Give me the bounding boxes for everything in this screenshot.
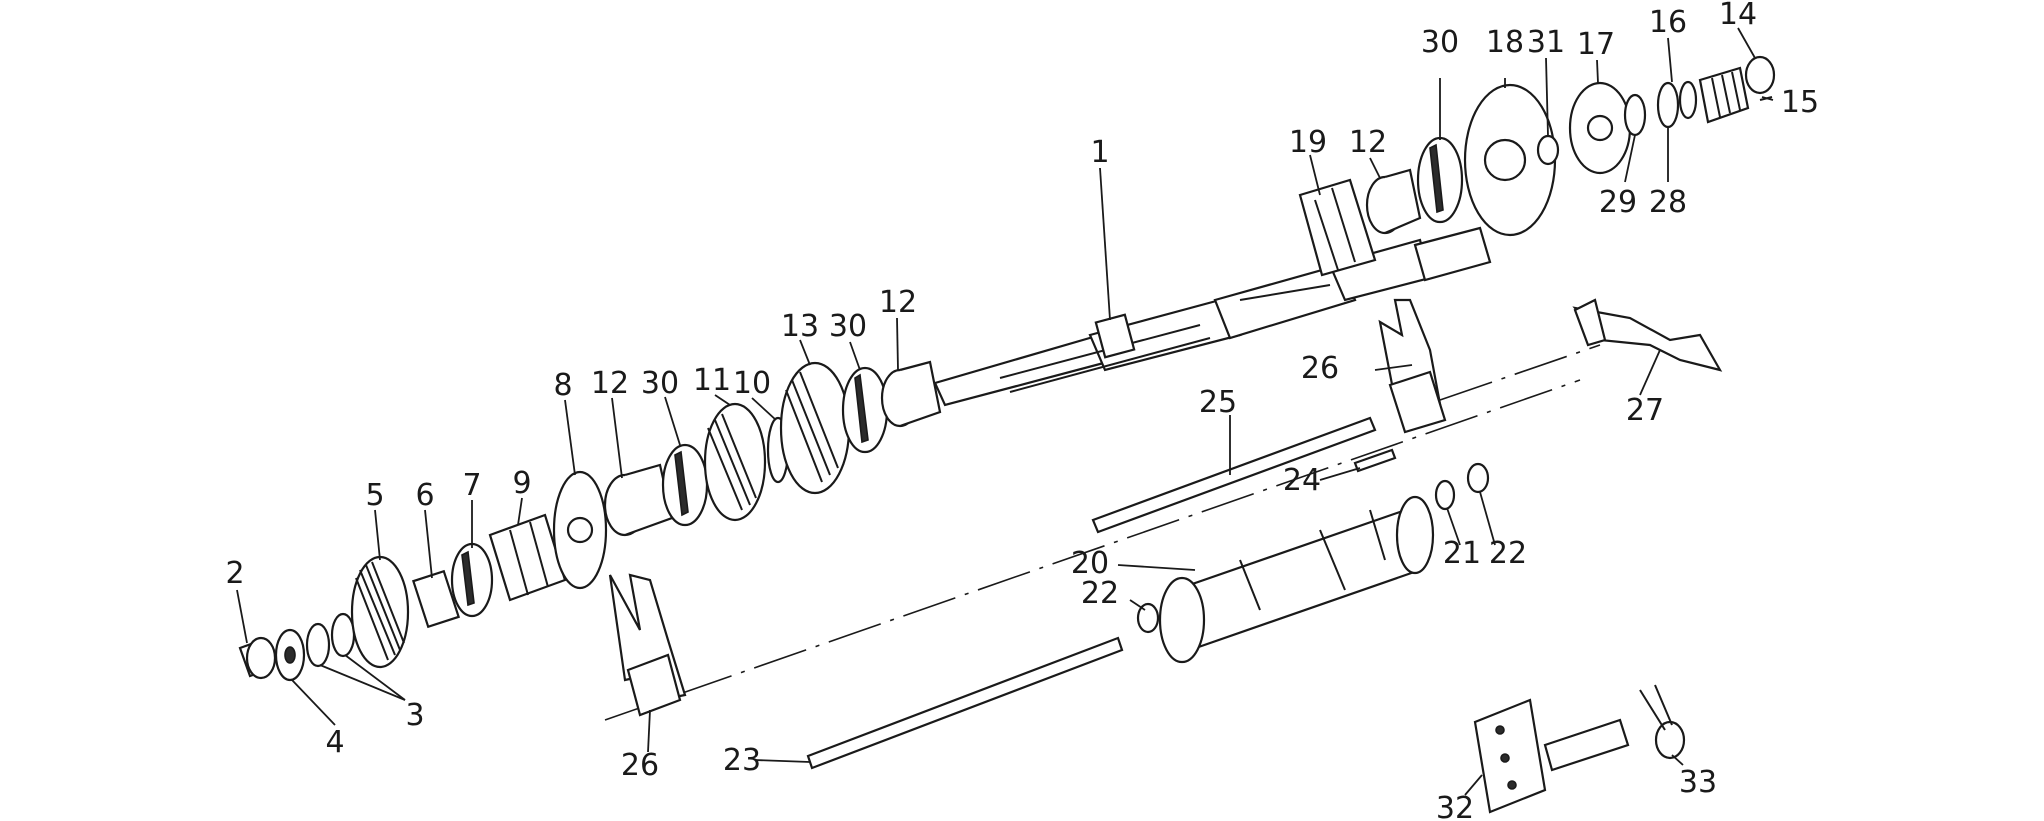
callout-20: 20 bbox=[1071, 546, 1109, 581]
washer-part-21 bbox=[1434, 479, 1456, 511]
gear-part-13 bbox=[779, 361, 851, 495]
fork-part-26-left bbox=[608, 573, 687, 717]
callout-19: 19 bbox=[1289, 125, 1327, 160]
callout-11: 11 bbox=[693, 363, 731, 398]
bushing-part-12-left bbox=[603, 463, 674, 537]
callout-13: 13 bbox=[781, 309, 819, 344]
sleeve-part-19 bbox=[1298, 178, 1377, 277]
callout-6: 6 bbox=[415, 478, 434, 513]
washers-part-3 bbox=[305, 612, 356, 668]
callout-3: 3 bbox=[405, 698, 424, 733]
ring-part-31 bbox=[1536, 134, 1560, 166]
bearing-part-30-left bbox=[661, 443, 709, 527]
callout-12-left: 12 bbox=[591, 366, 629, 401]
bearing-part-30-right bbox=[1416, 136, 1464, 224]
fork-part-26-right bbox=[1378, 298, 1447, 434]
callout-32: 32 bbox=[1436, 791, 1474, 821]
gear-part-11 bbox=[703, 402, 767, 522]
callout-31: 31 bbox=[1527, 25, 1565, 60]
callout-23: 23 bbox=[723, 743, 761, 778]
callout-24: 24 bbox=[1283, 463, 1321, 498]
callout-26-left: 26 bbox=[621, 748, 659, 783]
callout-8: 8 bbox=[553, 368, 572, 403]
callout-30-middle: 30 bbox=[829, 309, 867, 344]
callout-9: 9 bbox=[512, 466, 531, 501]
callout-25: 25 bbox=[1199, 385, 1237, 420]
pin-part-24 bbox=[1353, 448, 1397, 473]
callout-4: 4 bbox=[325, 725, 344, 760]
rod-part-23 bbox=[806, 636, 1124, 770]
callout-labels: 1 2 3 4 5 6 7 8 9 10 11 12 12 12 13 14 1… bbox=[225, 0, 1819, 821]
bearing-part-30-middle bbox=[841, 366, 889, 454]
gearshift-lever-part-32 bbox=[1473, 698, 1630, 814]
callout-28: 28 bbox=[1649, 185, 1687, 220]
callout-33: 33 bbox=[1679, 765, 1717, 800]
callout-27: 27 bbox=[1626, 393, 1664, 428]
bushing-part-6 bbox=[411, 569, 461, 629]
callout-16: 16 bbox=[1649, 5, 1687, 40]
leader-lines bbox=[236, 27, 1774, 796]
washer-part-22-right bbox=[1466, 462, 1490, 494]
axis-line bbox=[604, 379, 1581, 721]
callout-21: 21 bbox=[1443, 536, 1481, 571]
callout-1: 1 bbox=[1090, 135, 1109, 170]
axis-line-upper bbox=[1439, 344, 1601, 401]
bearing-part-right-end bbox=[1698, 66, 1750, 124]
spring-part-33 bbox=[1639, 684, 1686, 760]
washer-part-22-left bbox=[1136, 602, 1160, 634]
nut-part-14 bbox=[1744, 55, 1776, 95]
washer-part-4 bbox=[274, 628, 306, 682]
callout-22-right: 22 bbox=[1489, 536, 1527, 571]
callout-12-middle: 12 bbox=[879, 285, 917, 320]
main-shaft bbox=[933, 226, 1492, 407]
callout-15: 15 bbox=[1781, 85, 1819, 120]
gear-part-5 bbox=[350, 555, 410, 669]
callout-30-left: 30 bbox=[641, 366, 679, 401]
rod-part-25 bbox=[1091, 416, 1377, 534]
washer-part-16 bbox=[1678, 80, 1698, 120]
gear-part-17 bbox=[1568, 81, 1632, 175]
callout-17: 17 bbox=[1577, 27, 1615, 62]
gear-part-8 bbox=[552, 470, 608, 590]
callout-22-left: 22 bbox=[1081, 576, 1119, 611]
callout-26-right: 26 bbox=[1301, 351, 1339, 386]
callout-5: 5 bbox=[365, 478, 384, 513]
bushing-part-12-middle bbox=[880, 360, 942, 428]
callout-12-right: 12 bbox=[1349, 125, 1387, 160]
circlip-part-29 bbox=[1623, 93, 1647, 137]
callout-10: 10 bbox=[733, 366, 771, 401]
selector-drum-part-20 bbox=[1158, 495, 1435, 664]
nut-part-2 bbox=[238, 636, 277, 680]
ring-part-28 bbox=[1656, 81, 1680, 129]
callout-30-right: 30 bbox=[1421, 25, 1459, 60]
bushing-part-12-right bbox=[1365, 168, 1422, 235]
fork-part-27 bbox=[1572, 298, 1723, 372]
callout-2: 2 bbox=[225, 556, 244, 591]
callout-18: 18 bbox=[1486, 25, 1524, 60]
callout-29: 29 bbox=[1599, 185, 1637, 220]
bearing-part-7 bbox=[450, 542, 494, 618]
callout-14: 14 bbox=[1719, 0, 1757, 32]
sleeve-part-9 bbox=[488, 513, 567, 602]
callout-7: 7 bbox=[462, 468, 481, 503]
